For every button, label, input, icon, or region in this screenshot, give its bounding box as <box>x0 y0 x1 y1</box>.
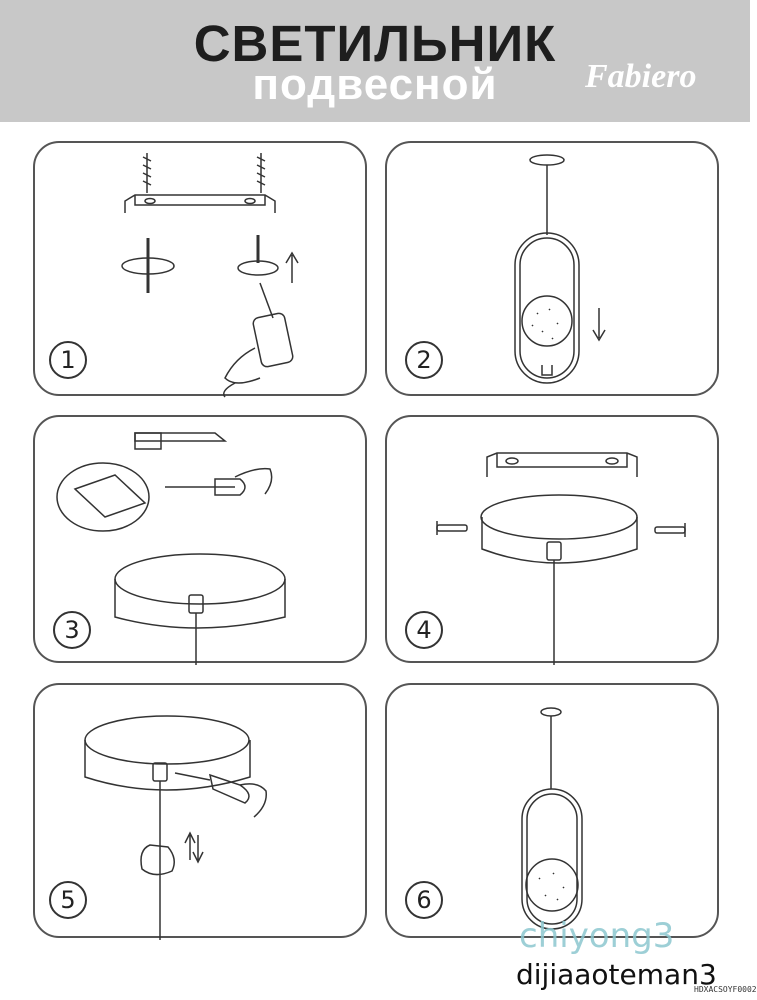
step-5-illustration <box>84 715 267 940</box>
step-1-illustration <box>121 153 299 398</box>
page-subtitle: подвесной <box>252 60 498 109</box>
step-6-panel: 6 <box>385 683 719 938</box>
step-2-panel: 2 <box>385 141 719 396</box>
step-4-illustration <box>436 452 686 665</box>
watermark-line2: dijiaaoteman3 <box>516 958 717 991</box>
step-6-illustration <box>521 707 583 930</box>
step-3-illustration <box>56 432 286 665</box>
step-3-panel: 3 <box>33 415 367 665</box>
step-1-number: 1 <box>49 341 87 379</box>
page-title: СВЕТИЛЬНИК <box>193 15 557 72</box>
step-2-illustration <box>514 154 606 384</box>
step-6-number: 6 <box>405 881 443 919</box>
step-2-number: 2 <box>405 341 443 379</box>
header-banner: СВЕТИЛЬНИК подвесной Fabiero <box>0 0 750 122</box>
step-4-number: 4 <box>405 611 443 649</box>
step-4-panel: 4 <box>385 415 719 665</box>
brand-logo: Fabiero <box>585 58 697 95</box>
watermark-small: HDXACSOYF0002 <box>694 985 757 994</box>
step-1-panel: 1 <box>33 141 367 398</box>
watermark-line1: chiyong3 <box>519 916 675 956</box>
step-3-number: 3 <box>53 611 91 649</box>
step-5-number: 5 <box>49 881 87 919</box>
step-5-panel: 5 <box>33 683 367 940</box>
